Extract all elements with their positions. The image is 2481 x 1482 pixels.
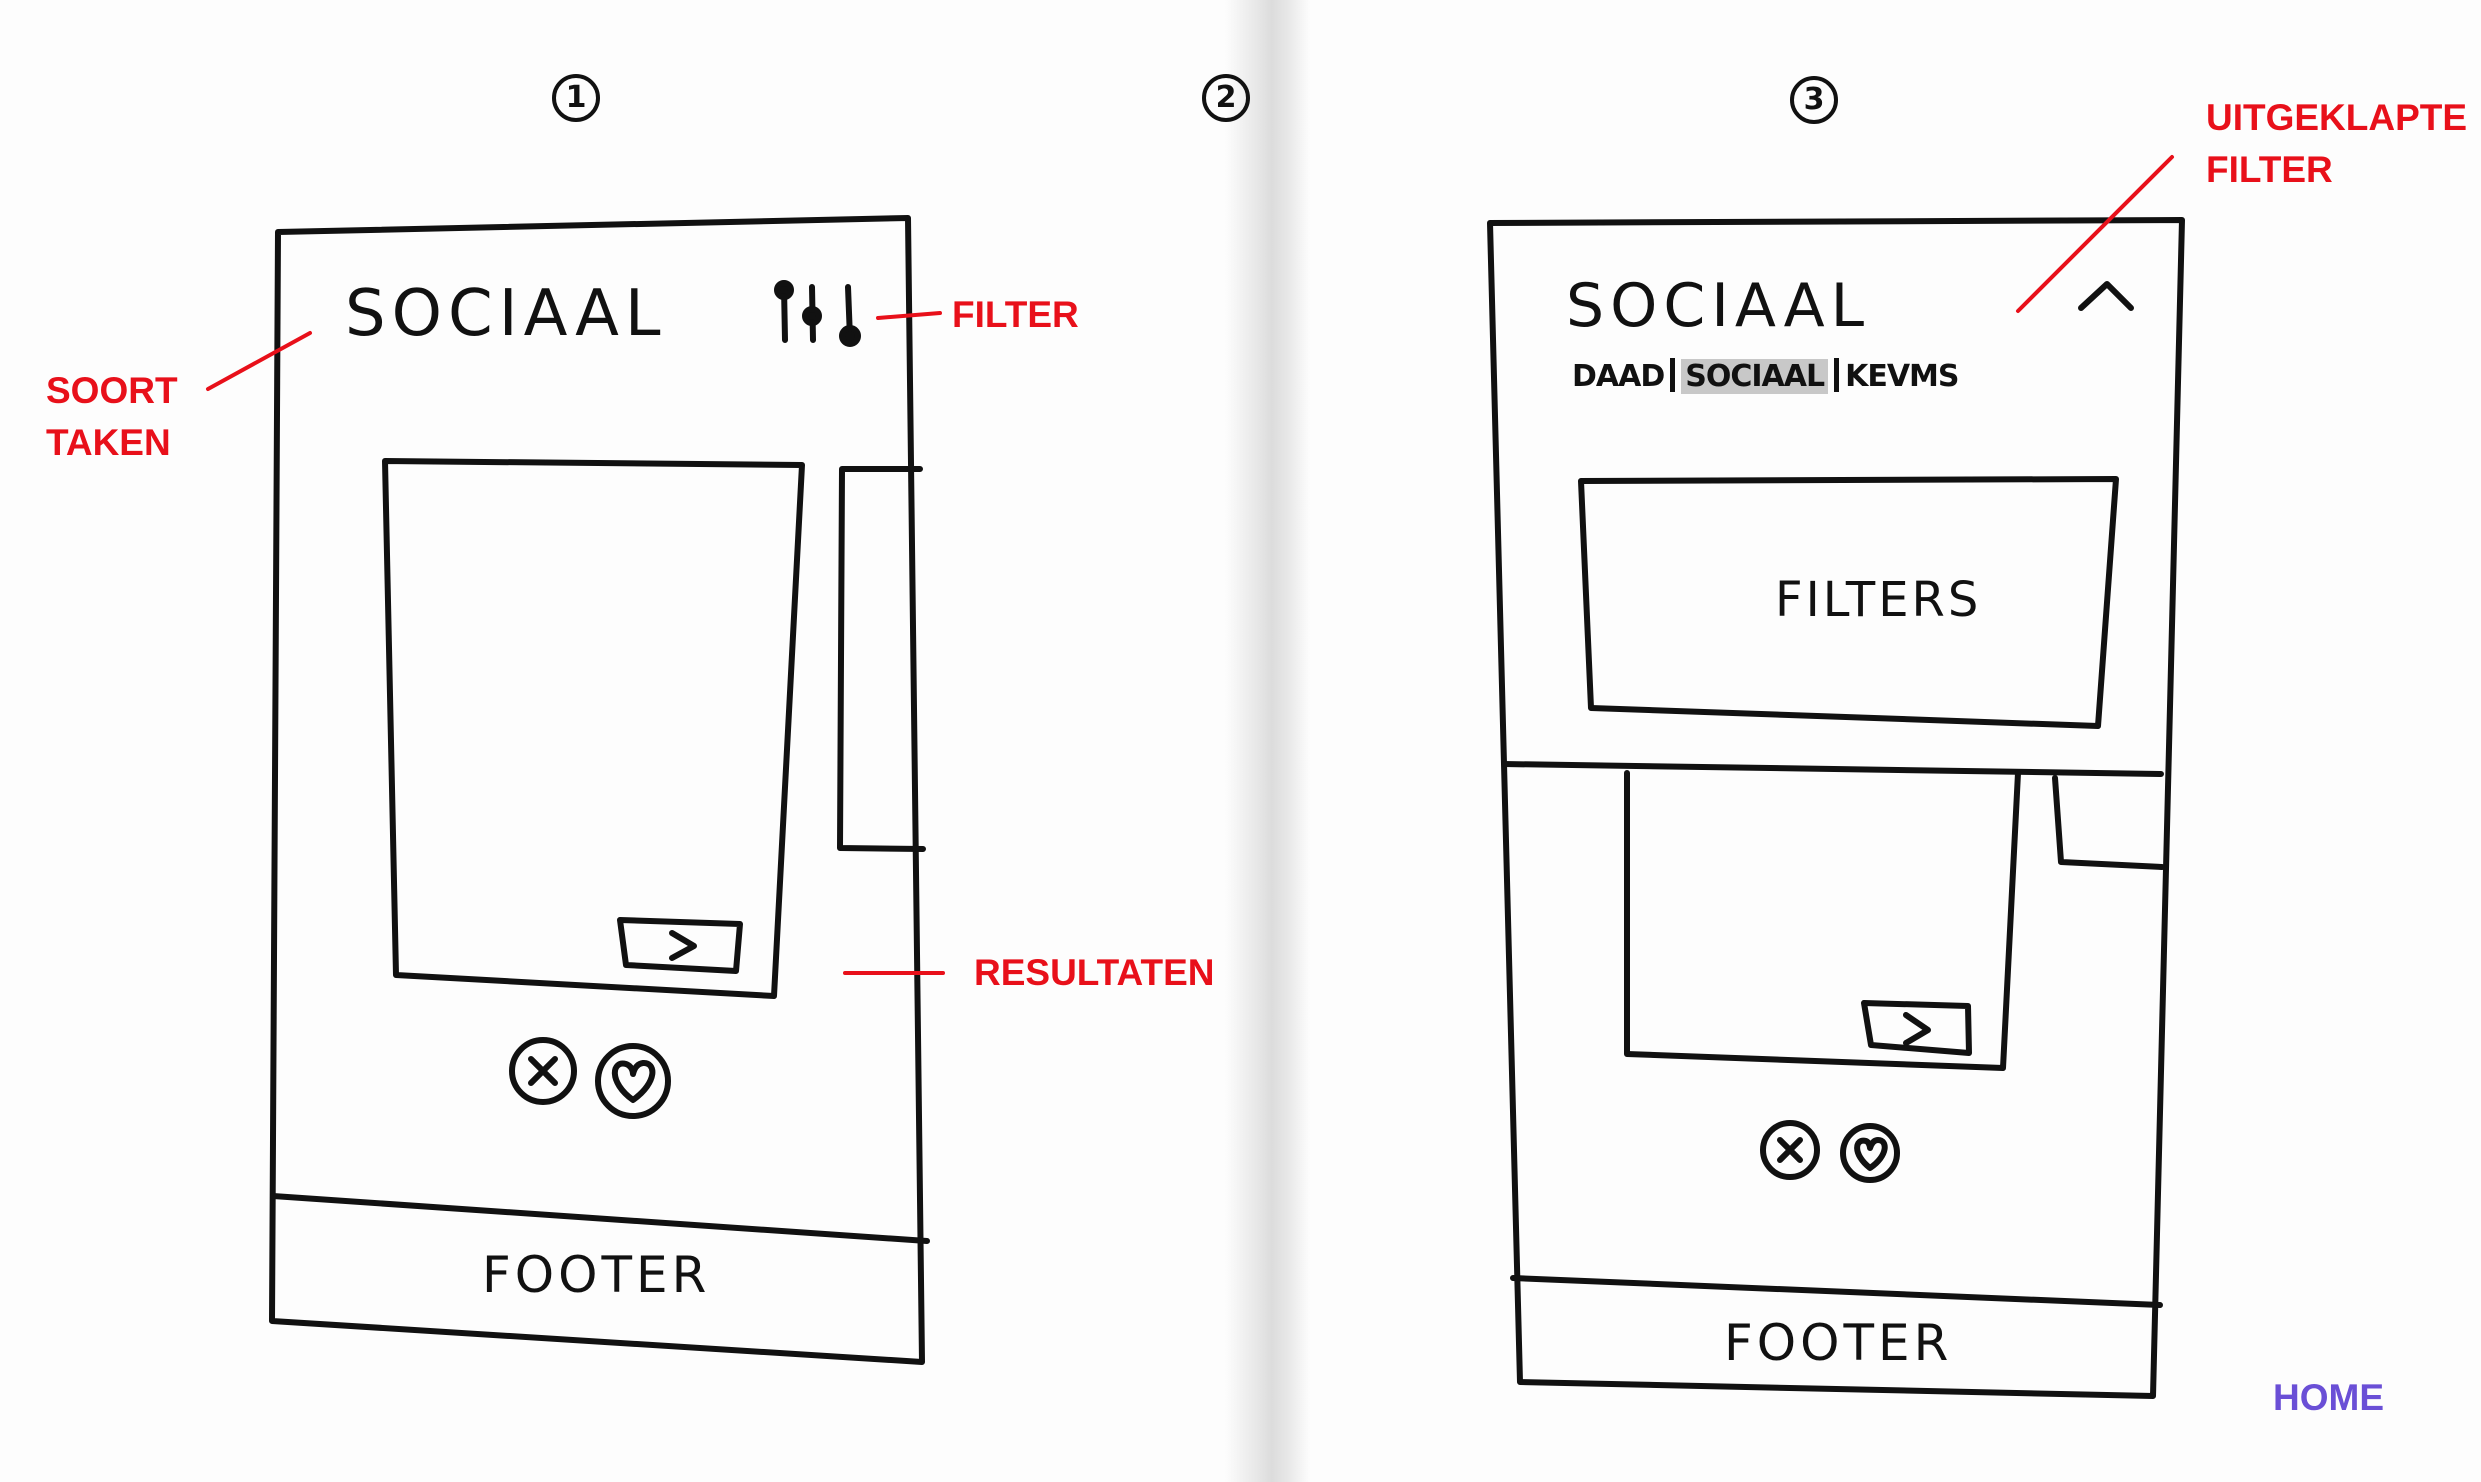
screen-3-title: SOCIAAL (1566, 271, 1871, 341)
next-chevron-icon-3 (1903, 1012, 1931, 1046)
filter-tabs: DAAD SOCIAAL KEVMS (1572, 358, 1960, 394)
sliders-icon (774, 280, 861, 347)
annotation-resultaten: RESULTATEN (974, 952, 1215, 993)
tab-separator (1670, 358, 1676, 392)
uitgeklapte-leader (2016, 155, 2174, 313)
filters-panel-label: FILTERS (1775, 572, 1982, 628)
filter-tab-daad[interactable]: DAAD (1572, 359, 1665, 394)
next-card-peek (837, 466, 926, 852)
chevron-up-icon (2078, 281, 2134, 311)
tab-separator (1834, 358, 1840, 392)
filters-panel (1578, 476, 2119, 729)
annotation-filter: FILTER (952, 294, 1079, 335)
screen-1-footer-divider (270, 1193, 930, 1244)
screen-number-3: 3 (1790, 76, 1838, 124)
annotation-taken: TAKEN (46, 421, 171, 463)
soort-taken-leader (206, 331, 312, 391)
screen-1-frame (269, 215, 925, 1365)
annotation-filter-2: FILTER (2206, 148, 2333, 190)
result-card (382, 458, 805, 999)
home-label: HOME (2273, 1377, 2384, 1418)
annotation-uitgeklapte: UITGEKLAPTE (2206, 97, 2468, 138)
screen-number-1: 1 (552, 74, 600, 122)
reject-icon (509, 1037, 577, 1105)
filter-leader (876, 311, 942, 320)
filter-tab-kevms[interactable]: KEVMS (1845, 359, 1959, 394)
screen-3-header-divider (1501, 761, 2164, 777)
reject-icon-3 (1760, 1120, 1820, 1180)
screen-3-footer-divider (1510, 1275, 2163, 1308)
result-card-3 (1624, 770, 2021, 1071)
paper-fold (1225, 0, 1310, 1482)
like-icon (595, 1043, 671, 1119)
screen-3-frame (1487, 217, 2185, 1399)
annotation-soort: SOORT (46, 370, 178, 411)
next-button-3 (1861, 1000, 1972, 1056)
screen-3-footer: FOOTER (1724, 1314, 1953, 1372)
filter-tab-sociaal[interactable]: SOCIAAL (1681, 359, 1829, 394)
annotation-uitgeklapte-filter: UITGEKLAPTE FILTER (2206, 92, 2467, 196)
like-icon-3 (1840, 1123, 1900, 1183)
next-chevron-icon (669, 930, 697, 961)
next-card-peek-3 (2052, 775, 2165, 870)
next-button (617, 917, 743, 974)
annotation-soort-taken: SOORT TAKEN (46, 365, 178, 469)
screen-number-2: 2 (1202, 74, 1250, 122)
screen-1-footer: FOOTER (482, 1246, 711, 1304)
screen-1-title: SOCIAAL (345, 277, 667, 351)
